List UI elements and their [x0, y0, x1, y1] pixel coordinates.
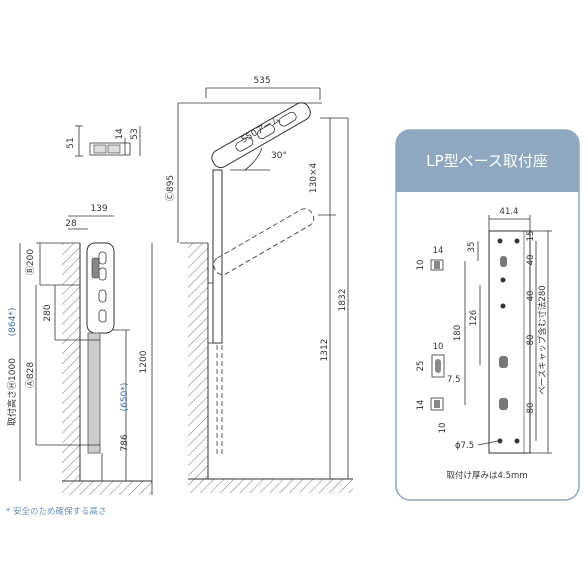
dim-b200: Ⓑ200 — [25, 249, 36, 275]
dim-15: 15 — [526, 231, 536, 242]
dim-130x4: 130×4 — [309, 163, 319, 194]
front-view: 535 550アーム 30° 130×4 Ⓒ895 1832 1312 — [165, 76, 353, 493]
mounting-thickness: 取付け厚みは4.5mm — [446, 470, 527, 481]
dim-180: 180 — [453, 325, 463, 341]
dim-10-b: 10 — [433, 342, 444, 352]
angle-30: 30° — [271, 151, 287, 161]
dim-14-b: 14 — [416, 400, 426, 411]
dim-40-a: 40 — [526, 255, 536, 266]
dim-53: 53 — [130, 128, 140, 139]
dim-864-note: (864*) — [8, 308, 18, 337]
dim-c895: Ⓒ895 — [165, 175, 176, 201]
dim-40-b: 40 — [526, 291, 536, 302]
dim-a828: Ⓐ828 — [25, 362, 36, 388]
dim-1200: 1200 — [139, 350, 149, 373]
dim-786: 786 — [120, 434, 130, 451]
panel-title: LP型ベース取付座 — [426, 152, 548, 170]
dim-80-a: 80 — [526, 335, 536, 346]
dim-51: 51 — [66, 137, 76, 148]
safety-height-note: * 安全のため確保する高さ — [6, 506, 106, 517]
dim-35: 35 — [467, 242, 477, 253]
dim-phi-7-5: ϕ7.5 — [455, 441, 474, 451]
dim-280: 280 — [43, 304, 53, 321]
dim-126: 126 — [469, 310, 479, 326]
dim-535: 535 — [253, 76, 270, 86]
base-cap-dimension: ベースキャップ含む寸法280 — [537, 285, 548, 394]
dim-650-note: (650*) — [120, 383, 130, 412]
dim-80-b: 80 — [526, 403, 536, 414]
dim-7-5-a: 7.5 — [447, 375, 461, 385]
dim-25: 25 — [416, 361, 426, 372]
dim-139: 139 — [90, 204, 107, 214]
lp-base-panel: LP型ベース取付座 41.4 35 15 40 40 80 80 126 180… — [395, 129, 580, 501]
dim-41-4: 41.4 — [500, 207, 519, 217]
dim-14-small: 14 — [115, 128, 125, 140]
dim-14-a: 14 — [433, 246, 444, 256]
dim-1832: 1832 — [338, 289, 348, 312]
small-side-view: 51 14 53 — [66, 125, 141, 157]
dim-h1000: 取付高さⒽ1000 — [6, 358, 18, 426]
left-side-view: 139 28 Ⓑ200 280 Ⓐ828 取付高さⒽ1000 (864*) 12… — [6, 204, 153, 495]
dim-10-a: 10 — [416, 260, 426, 271]
dim-10-c: 10 — [438, 423, 448, 434]
dim-1312: 1312 — [320, 339, 330, 362]
dim-28: 28 — [65, 219, 77, 229]
